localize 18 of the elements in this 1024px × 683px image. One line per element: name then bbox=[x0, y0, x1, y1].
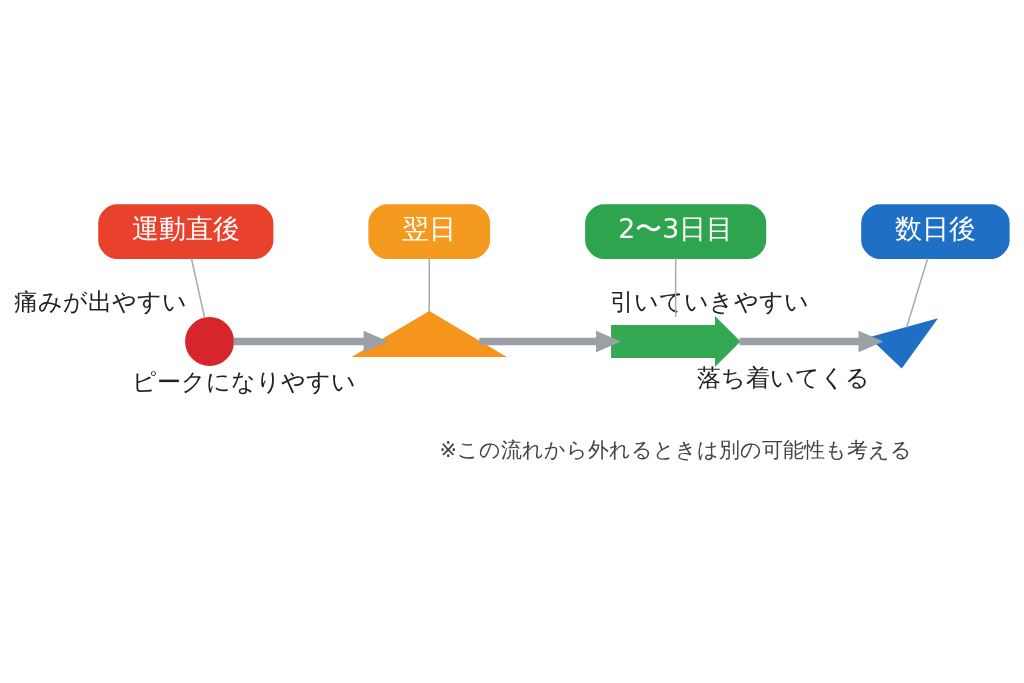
connector bbox=[428, 257, 430, 313]
node-hill bbox=[351, 310, 507, 358]
connector bbox=[674, 257, 677, 318]
node-box: 運動直後 bbox=[98, 204, 274, 260]
arrow bbox=[739, 330, 884, 353]
label: ※この流れから外れるときは別の可能性も考える bbox=[439, 437, 912, 462]
node-box: 翌日 bbox=[368, 204, 491, 260]
arrow bbox=[233, 330, 389, 353]
node-arrow bbox=[611, 315, 741, 368]
arrow bbox=[479, 330, 621, 353]
node-label: 痛みが出やすい bbox=[13, 288, 187, 317]
node-label: ピークになりやすい bbox=[132, 368, 357, 397]
node-label: 落ち着いてくる bbox=[697, 364, 871, 393]
node-circle bbox=[185, 317, 235, 366]
connector bbox=[190, 257, 206, 319]
node-box: 数日後 bbox=[861, 204, 1010, 260]
connector bbox=[905, 257, 929, 329]
node-box: 2〜3日目 bbox=[585, 204, 767, 260]
